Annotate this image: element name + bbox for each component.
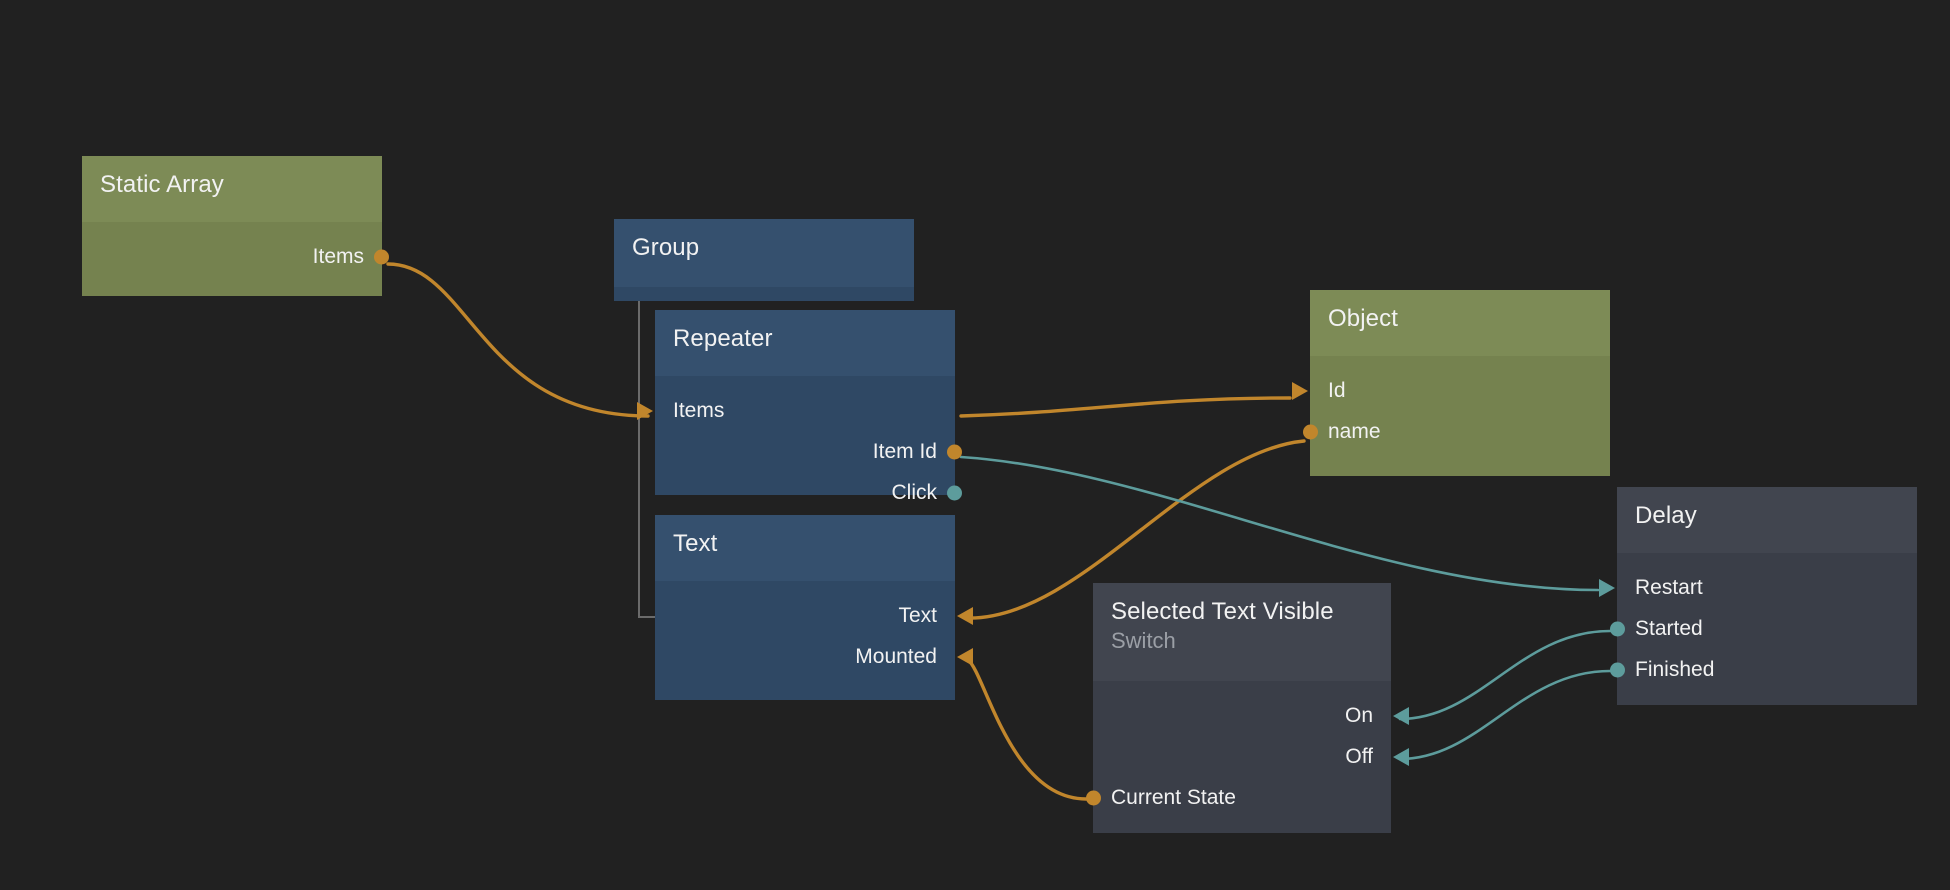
port-label: Id <box>1328 378 1346 402</box>
node-title-repeater: Repeater <box>673 325 773 352</box>
port-arrow-icon[interactable] <box>1599 578 1615 597</box>
port-label: name <box>1328 419 1381 443</box>
port-repeater-click[interactable]: Click <box>655 472 962 513</box>
port-label: Finished <box>1635 657 1715 681</box>
wire-e6[interactable] <box>1398 669 1612 761</box>
port-label: Current State <box>1111 785 1236 809</box>
node-header-object[interactable]: Object <box>1310 290 1610 356</box>
port-label: Off <box>1345 744 1373 768</box>
wire-e2[interactable] <box>959 396 1292 418</box>
port-dot-icon[interactable] <box>1610 621 1625 636</box>
port-label: On <box>1344 703 1373 727</box>
wire-e1[interactable] <box>386 262 650 418</box>
node-body-static-array: Items <box>82 222 389 296</box>
port-arrow-icon[interactable] <box>637 401 653 420</box>
port-delay-restart[interactable]: Restart <box>1599 567 1917 608</box>
port-label: Items <box>312 244 364 268</box>
wire-e4[interactable] <box>959 455 1600 592</box>
port-arrow-icon[interactable] <box>1292 381 1308 400</box>
node-title-selected-text-visible: Selected Text Visible <box>1111 598 1334 625</box>
port-delay-started[interactable]: Started <box>1610 608 1917 649</box>
port-dot-icon[interactable] <box>374 249 389 264</box>
port-text-mounted[interactable]: Mounted <box>655 636 973 677</box>
node-title-group: Group <box>632 234 700 261</box>
node-title-delay: Delay <box>1635 502 1697 529</box>
node-title-text: Text <box>673 530 718 557</box>
port-label: Restart <box>1635 575 1703 599</box>
port-arrow-icon[interactable] <box>957 606 973 625</box>
port-dot-icon[interactable] <box>1086 790 1101 805</box>
port-label: Items <box>673 398 725 422</box>
wire-e5[interactable] <box>1398 629 1612 721</box>
node-body-object: Id name <box>1292 356 1610 476</box>
port-label: Text <box>898 603 937 627</box>
wire-e7[interactable] <box>966 658 1088 801</box>
port-delay-finished[interactable]: Finished <box>1610 649 1917 690</box>
port-arrow-icon[interactable] <box>957 647 973 666</box>
port-label: Click <box>891 480 938 504</box>
port-label: Started <box>1635 616 1703 640</box>
node-header-static-array[interactable]: Static Array <box>82 156 382 222</box>
node-header-delay[interactable]: Delay <box>1617 487 1917 553</box>
port-repeater-items[interactable]: Items <box>637 390 955 431</box>
port-dot-icon[interactable] <box>947 444 962 459</box>
port-arrow-icon[interactable] <box>1393 747 1409 766</box>
port-object-id[interactable]: Id <box>1292 370 1610 411</box>
port-dot-icon[interactable] <box>1610 662 1625 677</box>
node-subtitle-selected-text-visible: Switch <box>1111 628 1176 653</box>
node-header-repeater[interactable]: Repeater <box>655 310 955 376</box>
node-header-group[interactable]: Group <box>614 219 914 287</box>
port-text-text[interactable]: Text <box>655 595 973 636</box>
node-body-group <box>614 287 914 301</box>
port-label: Mounted <box>855 644 937 668</box>
port-static-array-items[interactable]: Items <box>82 236 389 277</box>
group-children-bracket <box>638 296 656 618</box>
port-selected-text-visible-current-state[interactable]: Current State <box>1086 777 1391 818</box>
node-group[interactable]: Group <box>614 219 914 301</box>
port-dot-icon[interactable] <box>947 485 962 500</box>
port-label: Item Id <box>872 439 937 463</box>
port-selected-text-visible-on[interactable]: On <box>1093 695 1409 736</box>
port-dot-icon[interactable] <box>1303 424 1318 439</box>
node-title-object: Object <box>1328 305 1398 332</box>
node-header-text[interactable]: Text <box>655 515 955 581</box>
port-repeater-item-id[interactable]: Item Id <box>655 431 962 472</box>
port-object-name[interactable]: name <box>1303 411 1610 452</box>
port-arrow-icon[interactable] <box>1393 706 1409 725</box>
node-title-static-array: Static Array <box>100 171 224 198</box>
port-selected-text-visible-off[interactable]: Off <box>1093 736 1409 777</box>
